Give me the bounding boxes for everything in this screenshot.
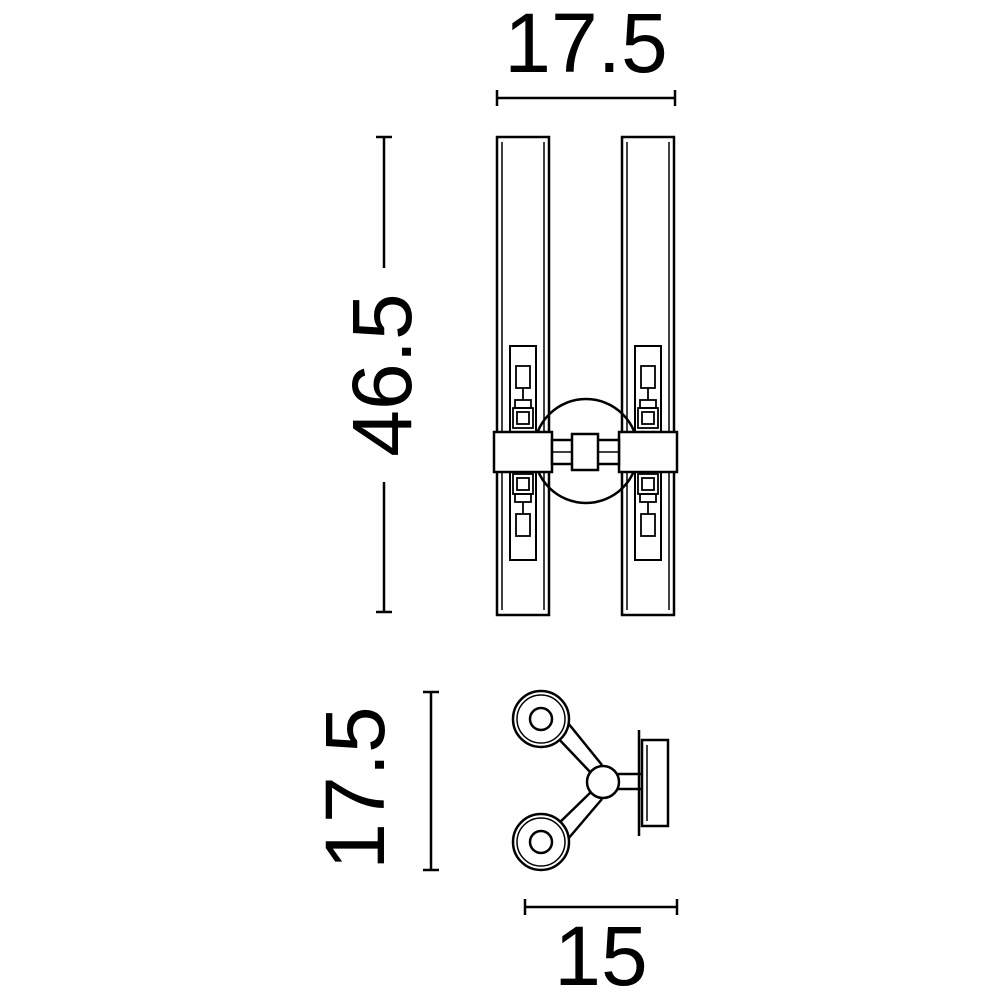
left-tube	[495, 135, 551, 617]
front-width-label: 17.5	[504, 0, 668, 90]
front-height-dimension-line	[376, 135, 392, 614]
front-view	[376, 90, 679, 617]
front-height-label: 46.5	[335, 293, 429, 457]
top-width-dimension-line	[523, 899, 679, 915]
front-width-dimension-line	[495, 90, 677, 106]
top-depth-label: 17.5	[308, 706, 402, 870]
right-upper-bulb-icon	[637, 365, 659, 429]
top-view-upper-tube	[511, 689, 571, 749]
right-lower-bulb-icon	[637, 473, 659, 537]
top-view-hub	[585, 764, 621, 800]
top-depth-dimension-line	[423, 690, 439, 872]
center-connector	[492, 430, 679, 474]
left-lower-bulb-icon	[512, 473, 534, 537]
right-tube	[620, 135, 676, 617]
left-upper-bulb-icon	[512, 365, 534, 429]
top-width-label: 15	[554, 909, 647, 1000]
top-view-lower-tube	[511, 812, 571, 872]
top-view-wall-plate	[637, 730, 670, 836]
top-view-arms	[554, 722, 642, 840]
top-view	[423, 689, 679, 915]
